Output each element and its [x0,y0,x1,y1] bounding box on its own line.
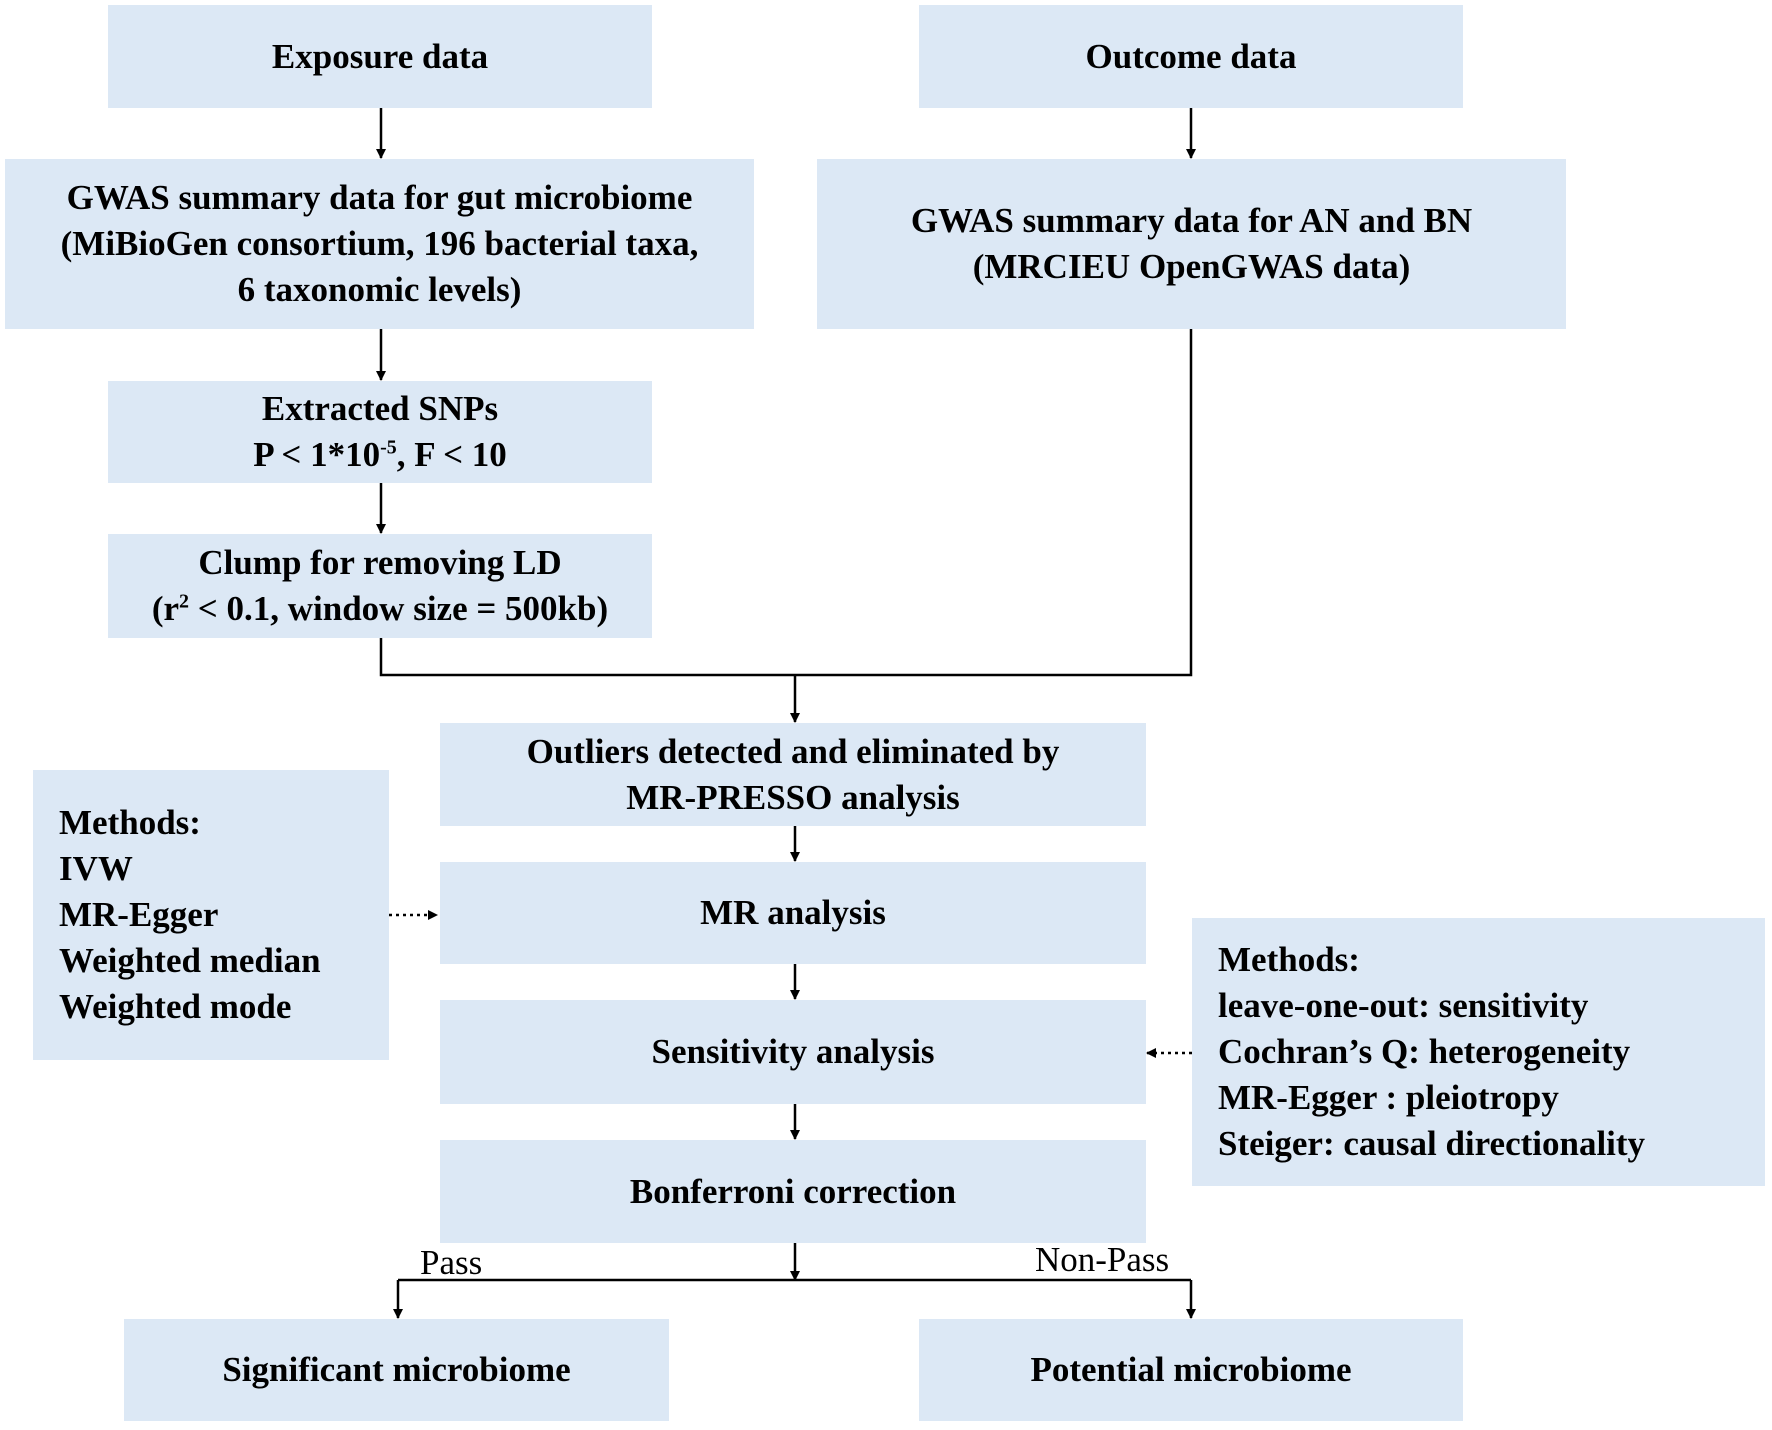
extracted-snps-box: Extracted SNPs P < 1*10-5, F < 10 [108,381,652,483]
outliers-mr-presso-box: Outliers detected and eliminated by MR-P… [440,723,1146,826]
methods-right-cochrans-q: Cochran’s Q: heterogeneity [1218,1032,1631,1071]
edge-label-pass: Pass [420,1243,483,1282]
extracted-snps-line1: Extracted SNPs [261,389,499,428]
methods-right-mr-egger: MR-Egger : pleiotropy [1218,1078,1559,1117]
clump-line2: (r2 < 0.1, window size = 500kb) [152,586,608,632]
significant-microbiome-label: Significant microbiome [222,1350,571,1389]
methods-left-weighted-mode: Weighted mode [59,987,292,1026]
outliers-line2: MR-PRESSO analysis [626,777,960,817]
methods-right-title: Methods: [1218,940,1360,979]
line-clump-to-join [379,329,1193,677]
potential-microbiome-label: Potential microbiome [1030,1350,1352,1389]
sensitivity-analysis-label: Sensitivity analysis [651,1032,935,1071]
outcome-data-label: Outcome data [1085,36,1297,76]
gwas-gut-line2: (MiBioGen consortium, 196 bacterial taxa… [60,224,699,263]
clump-threshold-pre: (r [151,589,180,628]
exposure-data-box: Exposure data [108,5,652,108]
extracted-snps-line2: P < 1*10-5, F < 10 [253,432,507,478]
methods-left-weighted-median: Weighted median [59,941,321,980]
clump-line1: Clump for removing LD [198,543,562,582]
methods-left-title: Methods: [59,803,201,842]
methods-left-ivw: IVW [59,849,133,888]
exposure-data-label: Exposure data [271,36,489,76]
significant-microbiome-box: Significant microbiome [124,1319,669,1421]
gwas-gut-line1: GWAS summary data for gut microbiome [66,178,693,217]
gwas-an-bn-line2: (MRCIEU OpenGWAS data) [972,247,1411,286]
sensitivity-analysis-box: Sensitivity analysis [440,1000,1146,1104]
outliers-line1: Outliers detected and eliminated by [526,731,1060,771]
bonferroni-correction-box: Bonferroni correction [440,1140,1146,1243]
potential-microbiome-box: Potential microbiome [919,1319,1463,1421]
mr-analysis-box: MR analysis [440,862,1146,964]
snps-threshold-pre: P < 1*10 [253,435,381,474]
methods-right-leave-one-out: leave-one-out: sensitivity [1218,986,1589,1025]
snps-threshold-exponent: -5 [380,436,397,459]
methods-right-steiger: Steiger: causal directionality [1218,1124,1646,1163]
outcome-data-box: Outcome data [919,5,1463,108]
methods-left-box: Methods: IVW MR-Egger Weighted median We… [33,770,389,1060]
gwas-gut-microbiome-box: GWAS summary data for gut microbiome (Mi… [5,159,754,329]
gwas-gut-line3: 6 taxonomic levels) [237,270,522,309]
edge-label-non-pass: Non-Pass [1035,1240,1170,1279]
gwas-an-bn-box: GWAS summary data for AN and BN (MRCIEU … [817,159,1566,329]
clump-threshold-exponent: 2 [179,590,190,613]
clump-ld-box: Clump for removing LD (r2 < 0.1, window … [108,534,652,638]
methods-left-mr-egger: MR-Egger [59,895,219,934]
methods-right-box: Methods: leave-one-out: sensitivity Coch… [1192,918,1765,1186]
gwas-an-bn-line1: GWAS summary data for AN and BN [910,201,1473,240]
mr-analysis-label: MR analysis [700,893,886,932]
snps-threshold-post: , F < 10 [396,435,507,474]
bonferroni-correction-label: Bonferroni correction [629,1171,957,1211]
clump-threshold-post: < 0.1, window size = 500kb) [189,589,609,628]
